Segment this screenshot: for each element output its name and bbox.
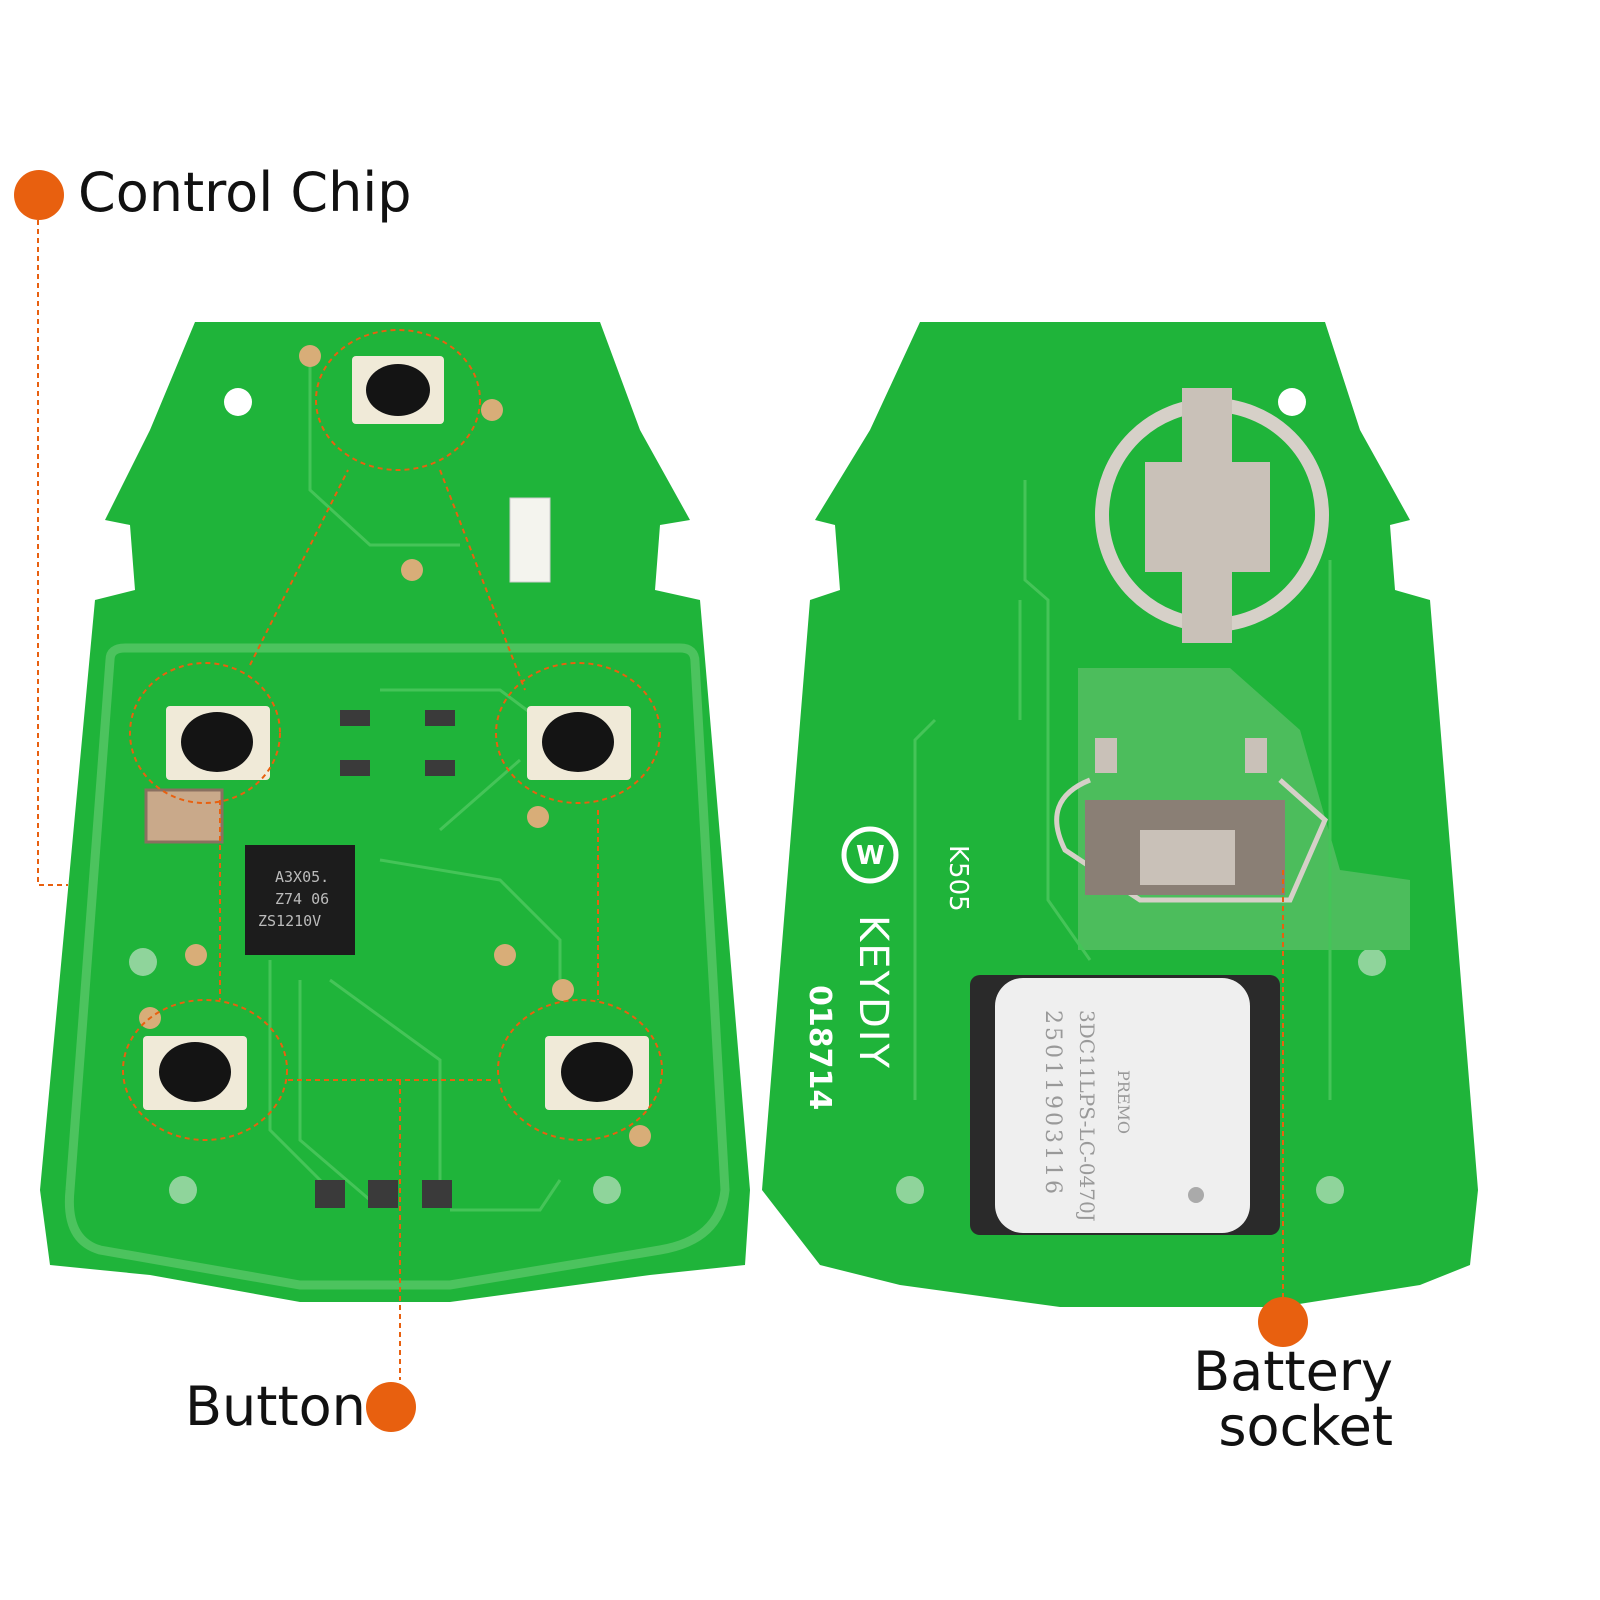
coil-lot: 25011903116 [1040, 1010, 1065, 1197]
coil-brand: PREMO [1114, 1070, 1133, 1134]
button-mid-right [527, 706, 631, 780]
coil-component: PREMO 3DC11LPS-LC-0470J 25011903116 [970, 975, 1280, 1235]
battery-socket-marker-icon [1258, 1297, 1308, 1347]
button-top [352, 356, 444, 424]
brand-text: KEYDIY [850, 915, 896, 1070]
chip-marking-1: A3X05. [275, 868, 329, 886]
button-bottom-right [545, 1036, 649, 1110]
chip-marking-2: Z74 06 [275, 890, 329, 908]
battery-contact-top [1095, 388, 1329, 643]
back-pcb: PREMO 3DC11LPS-LC-0470J 25011903116 W K5… [762, 322, 1478, 1307]
battery-socket-label-line1: Battery [1193, 1340, 1393, 1403]
coil-part: 3DC11LPS-LC-0470J [1075, 1010, 1099, 1222]
button-mid-left [166, 706, 270, 780]
svg-text:W: W [856, 841, 885, 871]
chip-marking-3: ZS1210V [258, 912, 321, 930]
button-label: Button [185, 1375, 366, 1438]
serial-number: 018714 [802, 985, 837, 1110]
control-chip-marker-icon [14, 170, 64, 220]
button-bottom-left [143, 1036, 247, 1110]
battery-socket [1054, 738, 1329, 903]
control-chip-label: Control Chip [78, 161, 412, 224]
control-chip: A3X05. Z74 06 ZS1210V [245, 845, 355, 955]
button-marker-icon [366, 1382, 416, 1432]
brand-logo-icon [841, 826, 899, 884]
battery-socket-label-line2: socket [1218, 1395, 1393, 1458]
front-pcb: A3X05. Z74 06 ZS1210V [37, 220, 750, 1380]
board-code: K505 [943, 845, 973, 912]
